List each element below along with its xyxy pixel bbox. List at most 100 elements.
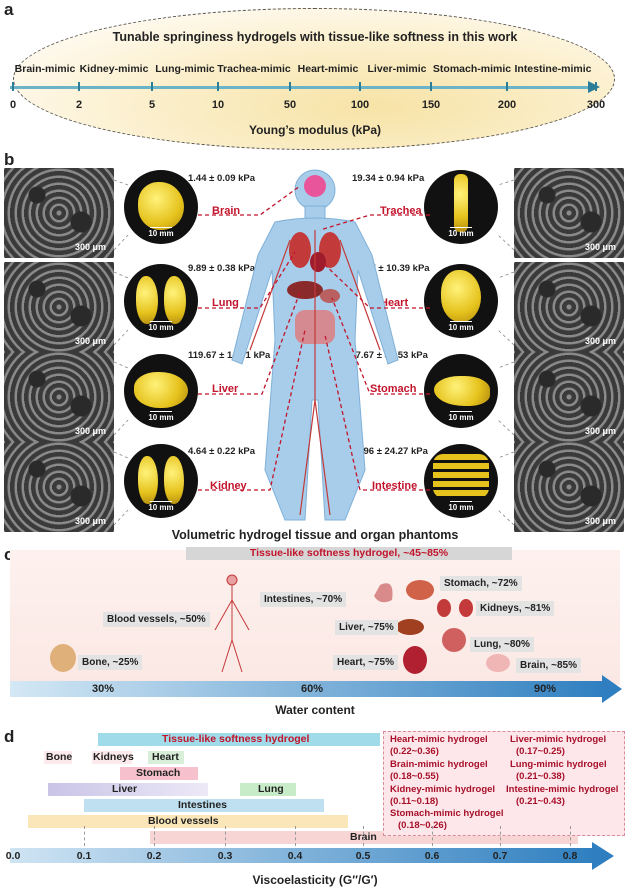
lung-viscoelastic-bar bbox=[240, 783, 296, 796]
sem-connectors bbox=[113, 179, 515, 526]
heart-mimic-hydrogel: Heart-mimic hydrogel bbox=[390, 734, 488, 745]
lung-viscoelastic-label: Lung bbox=[258, 783, 284, 795]
sem-scale-label: 300 μm bbox=[74, 426, 106, 436]
lung-phantom-photo: 10 mm bbox=[124, 264, 198, 338]
viscoelastic-tick-label: 0.7 bbox=[492, 850, 508, 862]
liver-icon bbox=[287, 281, 323, 299]
brain-mimic-range: (0.18~0.55) bbox=[390, 771, 439, 782]
organ-mimic-label: Brain-mimic bbox=[14, 63, 76, 75]
bone-water-tag: Bone, ~25% bbox=[78, 655, 143, 670]
modulus-axis bbox=[10, 86, 590, 89]
viscoelastic-gridline bbox=[84, 826, 86, 846]
hydrogel-water-band bbox=[186, 547, 512, 560]
lung-mimic-hydrogel: Lung-mimic hydrogel bbox=[510, 759, 607, 770]
photo-scale-label: 10 mm bbox=[448, 503, 474, 512]
intestines-viscoelastic-label: Intestines bbox=[178, 799, 228, 811]
modulus-tick bbox=[12, 82, 14, 91]
modulus-tick-label: 100 bbox=[350, 99, 370, 111]
heart-water-tag: Heart, ~75% bbox=[333, 655, 398, 670]
bone-viscoelastic-bar bbox=[44, 751, 72, 764]
kidney-right-icon bbox=[459, 599, 473, 617]
modulus-tick-label: 10 bbox=[211, 99, 225, 111]
sem-image-heart: 300 μm bbox=[514, 262, 624, 352]
panel-b-caption: Volumetric hydrogel tissue and organ pha… bbox=[171, 528, 459, 542]
intestine-phantom-photo: 10 mm bbox=[424, 444, 498, 518]
viscoelastic-tick-label: 0.8 bbox=[562, 850, 578, 862]
sem-scale-label: 300 μm bbox=[584, 336, 616, 346]
brain-phantom-photo: 10 mm bbox=[124, 170, 198, 244]
water-tick-label: 90% bbox=[533, 683, 557, 695]
viscoelastic-tick-label: 0.6 bbox=[424, 850, 440, 862]
modulus-tick-label: 5 bbox=[148, 99, 156, 111]
liver-mimic-range: (0.17~0.25) bbox=[516, 746, 565, 757]
liver-mimic-hydrogel: Liver-mimic hydrogel bbox=[510, 734, 607, 745]
modulus-tick bbox=[595, 82, 597, 91]
panel-b-label: b bbox=[4, 150, 15, 169]
liver-phantom-photo: 10 mm bbox=[124, 354, 198, 428]
kidney-mimic-range: (0.11~0.18) bbox=[390, 796, 439, 807]
intestine-modulus-value: 261.96 ± 24.27 kPa bbox=[345, 446, 428, 457]
liver-label: Liver bbox=[212, 383, 239, 395]
sem-image-trachea: 300 μm bbox=[514, 168, 624, 258]
organ-mimic-label: Lung-mimic bbox=[155, 63, 215, 75]
intestines-icon bbox=[374, 583, 393, 603]
viscoelastic-tick-label: 0.3 bbox=[217, 850, 233, 862]
photo-scale-label: 10 mm bbox=[448, 413, 474, 422]
intestines-water-tag: Intestines, ~70% bbox=[260, 592, 347, 607]
modulus-axis-arrow bbox=[588, 81, 600, 93]
organ-connectors bbox=[198, 185, 430, 491]
panel-a-title: Tunable springiness hydrogels with tissu… bbox=[112, 30, 518, 44]
modulus-tick-label: 50 bbox=[283, 99, 297, 111]
vessel-figure-icon bbox=[214, 574, 250, 673]
hydrogel-viscoelastic-label: Tissue-like softness hydrogel bbox=[162, 733, 310, 745]
heart-icon bbox=[310, 252, 326, 272]
water-content-axis bbox=[10, 681, 604, 697]
modulus-tick bbox=[289, 82, 291, 91]
modulus-tick-label: 200 bbox=[497, 99, 517, 111]
stomach-phantom-photo: 10 mm bbox=[424, 354, 498, 428]
sem-scale-label: 300 μm bbox=[74, 516, 106, 526]
sem-image-lung: 300 μm bbox=[4, 262, 114, 352]
heart-viscoelastic-bar bbox=[148, 751, 184, 764]
sem-scale-label: 300 μm bbox=[584, 426, 616, 436]
kidney-phantom-photo: 10 mm bbox=[124, 444, 198, 518]
stomach-icon bbox=[320, 289, 340, 303]
lung-water-tag: Lung, ~80% bbox=[470, 637, 534, 652]
organ-mimic-label: Kidney-mimic bbox=[79, 63, 149, 75]
trachea-phantom-photo: 10 mm bbox=[424, 170, 498, 244]
viscoelasticity-axis-label: Viscoelasticity (G′′/G′) bbox=[252, 873, 378, 887]
blood-vessels-viscoelastic-bar bbox=[28, 815, 348, 828]
photo-scale-label: 10 mm bbox=[148, 323, 174, 332]
blood-vessels-viscoelastic-label: Blood vessels bbox=[148, 815, 219, 827]
liver-modulus-value: 119.67 ± 14.01 kPa bbox=[188, 350, 271, 361]
bone-viscoelastic-label: Bone bbox=[46, 751, 73, 763]
water-content-axis-arrow bbox=[602, 675, 622, 703]
viscoelasticity-axis-arrow bbox=[592, 842, 614, 870]
modulus-tick bbox=[151, 82, 153, 91]
viscoelastic-gridline bbox=[154, 826, 156, 846]
intestine-mimic-range: (0.21~0.43) bbox=[516, 796, 565, 807]
liver-water-tag: Liver, ~75% bbox=[335, 620, 398, 635]
organ-mimic-label: Stomach-mimic bbox=[432, 63, 512, 75]
water-content-axis-label: Water content bbox=[275, 703, 355, 717]
stomach-icon bbox=[406, 580, 434, 600]
viscoelastic-gridline bbox=[363, 826, 365, 846]
photo-scale-label: 10 mm bbox=[148, 229, 174, 238]
organ-mimic-label: Liver-mimic bbox=[367, 63, 427, 75]
hydrogel-viscoelastic-bar bbox=[98, 733, 380, 746]
sem-image-kidney: 300 μm bbox=[4, 442, 114, 532]
viscoelasticity-axis bbox=[10, 848, 594, 863]
viscoelastic-gridline bbox=[570, 826, 572, 846]
viscoelastic-tick-label: 0.4 bbox=[287, 850, 303, 862]
brain-modulus-value: 1.44 ± 0.09 kPa bbox=[188, 173, 256, 184]
intestines-viscoelastic-bar bbox=[84, 799, 324, 812]
liver-viscoelastic-label: Liver bbox=[112, 783, 138, 795]
heart-mimic-range: (0.22~0.36) bbox=[390, 746, 439, 757]
blood-vessels bbox=[249, 230, 381, 516]
blood-vessels-water-tag: Blood vessels, ~50% bbox=[103, 612, 210, 627]
kidney-mimic-hydrogel: Kidney-mimic hydrogel bbox=[390, 784, 496, 795]
organ-mimic-label: Intestine-mimic bbox=[514, 63, 592, 75]
intestine-mimic-hydrogel: Intestine-mimic hydrogel bbox=[506, 784, 619, 795]
